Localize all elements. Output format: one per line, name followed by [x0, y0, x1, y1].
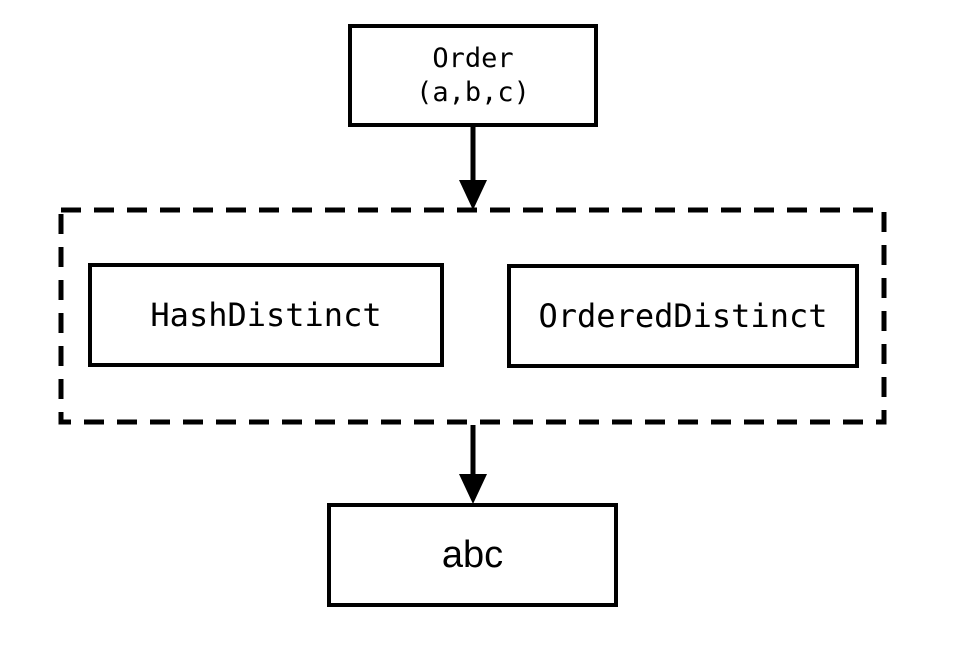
node-output: abc — [327, 503, 618, 607]
node-hash-distinct-label: HashDistinct — [150, 296, 382, 334]
node-order: Order (a,b,c) — [348, 24, 598, 127]
node-order-label-line1: Order — [432, 42, 514, 74]
arrow-order-to-group-head — [459, 180, 487, 210]
arrow-group-to-output — [459, 425, 487, 504]
arrow-group-to-output-head — [459, 474, 487, 504]
node-ordered-distinct-label: OrderedDistinct — [538, 297, 828, 335]
arrow-order-to-group — [459, 127, 487, 210]
node-output-label: abc — [441, 533, 504, 576]
node-order-label-line2: (a,b,c) — [416, 76, 530, 108]
node-hash-distinct: HashDistinct — [88, 263, 444, 367]
node-ordered-distinct: OrderedDistinct — [507, 264, 859, 368]
